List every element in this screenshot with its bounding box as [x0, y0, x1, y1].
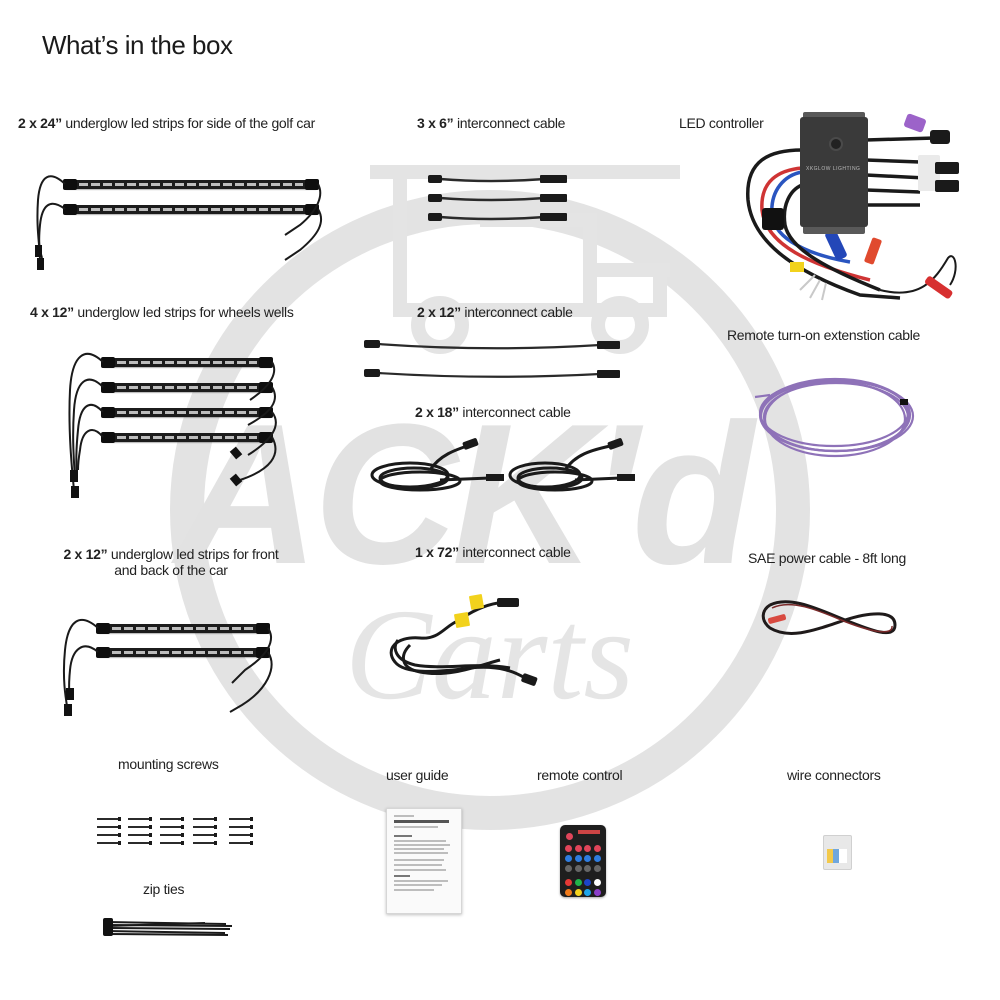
item-qty: 1 x 72”: [415, 544, 459, 560]
remote-key: [584, 889, 591, 896]
cable-pair-icon: [364, 340, 620, 378]
controller-housing: [800, 117, 868, 227]
controller-logo: XKGLOW LIGHTING: [806, 166, 861, 172]
watermark-golf-cart-icon: [370, 165, 680, 354]
remote-key: [574, 865, 582, 872]
remote-key: [574, 845, 582, 852]
item-label-remote-ext: Remote turn-on extenstion cable: [727, 327, 921, 343]
item-qty: 2 x 12”: [63, 546, 108, 562]
remote-logo: [578, 830, 600, 834]
item-desc: underglow led strips for side of the gol…: [65, 115, 315, 131]
connector-bag-icon: [823, 835, 852, 870]
purple-wire-coil-icon: [754, 377, 915, 458]
remote-key: [584, 845, 591, 852]
remote-key: [565, 865, 572, 872]
item-desc: underglow led strips for front: [110, 546, 279, 562]
remote-key: [574, 879, 582, 886]
item-label-strips-24: 2 x 24” underglow led strips for side of…: [18, 115, 315, 131]
remote-key: [593, 889, 601, 896]
item-desc: underglow led strips for wheels wells: [77, 304, 294, 320]
item-label-cable-12: 2 x 12” interconnect cable: [417, 304, 573, 320]
remote-key: [584, 879, 591, 886]
remote-key: [565, 855, 572, 862]
sae-power-cable-icon: [761, 600, 897, 635]
item-qty: 2 x 18”: [415, 404, 459, 420]
remote-key: [593, 865, 601, 872]
remote-key: [584, 855, 591, 862]
page-title: What’s in the box: [42, 30, 233, 60]
remote-key: [593, 855, 601, 862]
item-label-remote: remote control: [537, 767, 623, 783]
controller-button-icon: [829, 137, 843, 151]
remote-control-icon: [560, 825, 606, 897]
item-desc: interconnect cable: [462, 404, 571, 420]
remote-key: [574, 889, 582, 896]
remote-key: [565, 889, 572, 896]
long-coiled-cable-icon: [389, 594, 538, 686]
remote-power-key: [566, 833, 573, 840]
item-label-controller: LED controller: [679, 115, 764, 131]
item-label-strips-12-wheels: 4 x 12” underglow led strips for wheels …: [30, 304, 294, 320]
user-guide-document-icon: [386, 808, 462, 914]
item-label-sae: SAE power cable - 8ft long: [748, 550, 906, 566]
short-cable-set-icon: [428, 175, 567, 221]
remote-key: [584, 865, 591, 872]
coiled-cable-pair-icon: [370, 438, 635, 492]
item-label-cable-72: 1 x 72” interconnect cable: [415, 544, 571, 560]
remote-key: [574, 855, 582, 862]
item-label-cable-6: 3 x 6” interconnect cable: [417, 115, 565, 131]
item-label-guide: user guide: [386, 767, 449, 783]
item-desc-line2: and back of the car: [114, 562, 228, 578]
item-desc: interconnect cable: [456, 115, 566, 131]
item-qty: 2 x 12”: [417, 304, 461, 320]
item-qty: 3 x 6”: [417, 115, 454, 131]
watermark-brand-script: Carts: [345, 583, 635, 727]
item-label-cable-18: 2 x 18” interconnect cable: [415, 404, 571, 420]
item-qty: 4 x 12”: [30, 304, 74, 320]
item-desc: interconnect cable: [462, 544, 571, 560]
item-label-screws: mounting screws: [118, 756, 219, 772]
item-label-strips-12-front: 2 x 12” underglow led strips for front a…: [55, 546, 287, 578]
remote-key: [593, 845, 601, 852]
item-qty: 2 x 24”: [18, 115, 62, 131]
remote-key: [565, 879, 572, 886]
remote-key: [565, 845, 572, 852]
watermark-circle: [170, 190, 810, 830]
item-desc: interconnect cable: [464, 304, 573, 320]
item-label-connectors: wire connectors: [787, 767, 881, 783]
item-label-zip: zip ties: [143, 881, 185, 897]
zip-tie-bundle-icon: [103, 918, 233, 936]
remote-key: [593, 879, 601, 886]
